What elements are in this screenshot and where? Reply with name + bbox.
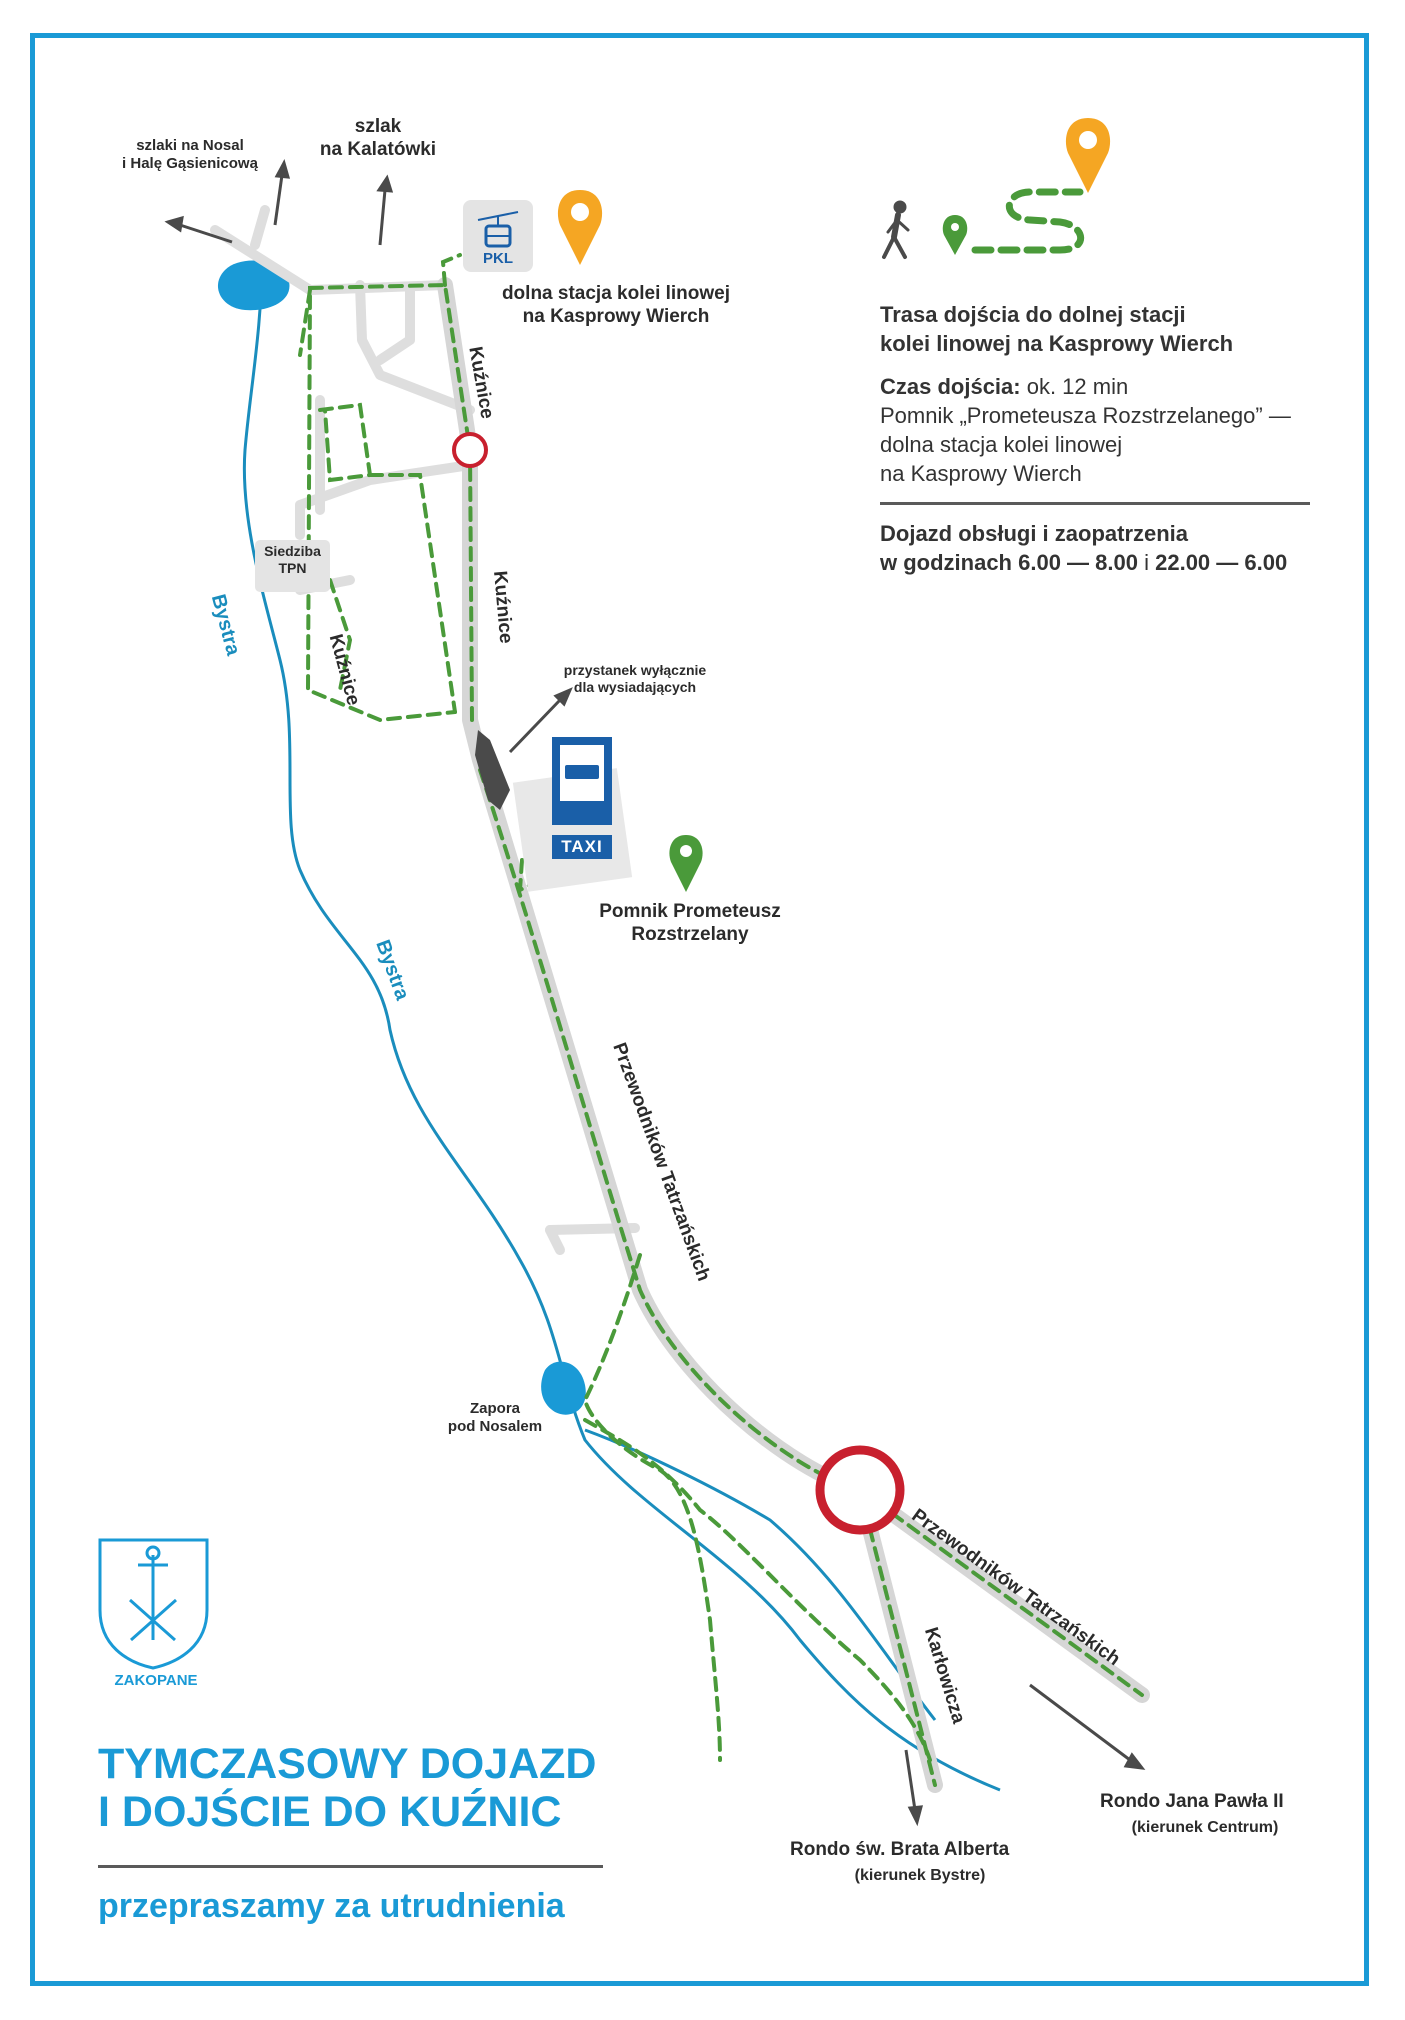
label-dam: Zapora pod Nosalem [447,1400,543,1436]
label-monument: Pomnik Prometeusz Rozstrzelany [599,901,781,946]
legend-time-line-4: na Kasprowy Wierch [880,461,1082,487]
rondo-large [815,1445,905,1535]
label-seat-tpn: Siedziba TPN [264,543,321,577]
coat-of-arms-name: ZAKOPANE [114,1672,198,1689]
walking-person-icon [882,200,910,259]
arrow-icon [164,215,233,244]
label-lower-station: dolna stacja kolei linowej na Kasprowy W… [501,283,731,328]
label-rondo-alberta: Rondo św. Brata Alberta [790,1839,1010,1860]
legend-divider [880,502,1310,506]
arrow-icon [508,687,573,754]
legend-route-title-2: kolei linowej na Kasprowy Wierch [880,331,1234,357]
arrow-icon [1029,1683,1146,1770]
legend-time-label: Czas dojścia: [880,374,1021,400]
river-bystra [242,254,1001,1792]
tpn-building [255,540,330,592]
lake-dam [541,1361,586,1415]
legend-service-2b: i [1137,550,1156,576]
label-rondo-jp2-direction: (kierunek Centrum) [1131,1819,1279,1836]
label-trail-nosal: szlaki na Nosal i Halę Gąsienicową [122,137,258,173]
arrow-icon [904,1749,924,1827]
arrow-icon [273,159,291,226]
legend: Trasa dojścia do dolnej stacji kolei lino… [880,300,1320,577]
map-pin-icon [557,190,603,265]
title-line-1: TYMCZASOWY DOJAZD [98,1740,597,1788]
label-pkl: PKL [483,250,513,267]
legend-time-line-3: dolna stacja kolei linowej [880,432,1123,458]
label-rondo-alberta-direction: (kierunek Bystre) [854,1867,986,1884]
walking-route [298,253,1144,1787]
page-title: TYMCZASOWY DOJAZD I DOJŚCIE DO KUŹNIC [98,1740,597,1836]
legend-service-2a: w godzinach 6.00 — 8.00 [880,550,1138,576]
legend-service-2c: 22.00 — 6.00 [1155,550,1288,576]
coat-of-arms-icon [98,1538,209,1670]
bus-icon [512,737,633,892]
cable-car-icon [463,200,533,272]
label-trail-kalatowki: szlak na Kalatówki [319,116,437,161]
rondo-small [452,432,488,468]
lake-upper [217,260,290,311]
label-rondo-jp2: Rondo Jana Pawła II [1100,1791,1284,1812]
arrow-icon [376,174,394,246]
title-line-2: I DOJŚCIE DO KUŹNIC [98,1788,562,1837]
title-divider [98,1865,603,1868]
legend-route-sample [971,188,1085,254]
legend-route-title-1: Trasa dojścia do dolnej stacji [880,302,1186,327]
map-pin-icon [942,215,968,255]
label-taxi: TAXI [561,837,603,856]
main-road [437,277,868,1498]
map-frame [30,33,1369,1986]
label-bus-stop-note: przystanek wyłącznie dla wysiadających [563,662,707,696]
map-pin-icon [1065,118,1111,193]
legend-time-value: ok. 12 min [1020,374,1129,400]
legend-service-1: Dojazd obsługi i zaopatrzenia [880,521,1189,547]
side-roads [210,205,640,1255]
page-subtitle: przepraszamy za utrudnienia [98,1887,565,1925]
legend-time-line-2: Pomnik „Prometeusza Rozstrzelanego” — [880,403,1291,429]
map-pin-icon [669,835,703,892]
bus-stop-marker [475,730,510,810]
